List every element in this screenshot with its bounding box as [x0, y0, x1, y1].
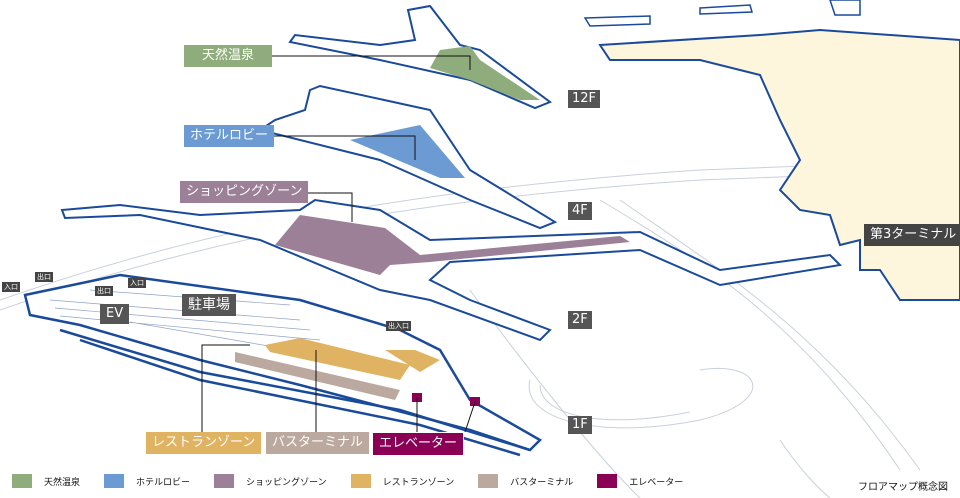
legend-label: ショッピングゾーン: [246, 477, 327, 488]
floor-4f-outline: [60, 198, 843, 342]
restaurant-area: [265, 338, 440, 380]
legend-swatch: [214, 474, 235, 488]
floor-label-4f: 4F: [568, 202, 592, 220]
onsen-area: [430, 46, 540, 100]
legend-item-onsen: 天然温泉: [12, 474, 80, 488]
label-onsen: 天然温泉: [184, 45, 273, 67]
sign-exit-entrance: 出入口: [386, 321, 411, 331]
hotel-lobby-area: [350, 125, 465, 178]
terminal3-building: [598, 28, 960, 301]
label-parking: 駐車場: [182, 294, 236, 316]
legend-item-elevator: エレベーター: [597, 474, 683, 488]
sign-exit-2: 出口: [95, 286, 113, 296]
map-caption: フロアマップ概念図: [858, 482, 948, 493]
legend-item-bus-terminal: バスターミナル: [478, 474, 573, 488]
legend: 天然温泉 ホテルロビー ショッピングゾーン レストランゾーン バスターミナル エ…: [12, 474, 707, 488]
legend-swatch: [350, 474, 371, 488]
label-restaurant: レストランゾーン: [146, 432, 262, 454]
label-ev: EV: [100, 304, 130, 324]
legend-label: エレベーター: [629, 477, 684, 488]
floor-label-12f: 12F: [568, 90, 601, 108]
bus-terminal-area: [235, 352, 400, 400]
label-shopping: ショッピングゾーン: [180, 181, 309, 203]
legend-swatch: [478, 474, 499, 488]
legend-item-shopping: ショッピングゾーン: [214, 474, 327, 488]
sign-exit-1: 出口: [35, 272, 53, 282]
parking-floor-outline: [23, 273, 543, 452]
floor-label-1f: 1F: [568, 416, 592, 434]
sign-entrance-2: 入口: [128, 278, 146, 288]
label-bus-terminal: バスターミナル: [266, 432, 370, 454]
floor-1f-outline: [59, 328, 531, 457]
leader-lines: [201, 55, 476, 433]
shopping-area: [275, 215, 630, 275]
terminal-gates: [583, 0, 861, 27]
legend-label: レストランゾーン: [382, 477, 455, 488]
legend-item-restaurant: レストランゾーン: [350, 474, 455, 488]
legend-swatch: [104, 474, 125, 488]
legend-label: 天然温泉: [44, 477, 81, 488]
legend-label: バスターミナル: [510, 477, 574, 488]
sign-entrance-1: 入口: [2, 282, 20, 292]
legend-swatch: [597, 474, 618, 488]
parking-spaces: [49, 289, 321, 349]
label-elevator: エレベーター: [372, 432, 465, 456]
label-hotel-lobby: ホテルロビー: [184, 125, 275, 147]
elevator-marker-2: [470, 397, 480, 406]
legend-item-hotel-lobby: ホテルロビー: [104, 474, 190, 488]
elevator-marker-1: [412, 393, 422, 402]
floor-label-2f: 2F: [568, 311, 592, 329]
legend-swatch: [12, 474, 32, 488]
label-terminal3: 第3ターミナル: [864, 224, 960, 246]
legend-label: ホテルロビー: [136, 477, 191, 488]
